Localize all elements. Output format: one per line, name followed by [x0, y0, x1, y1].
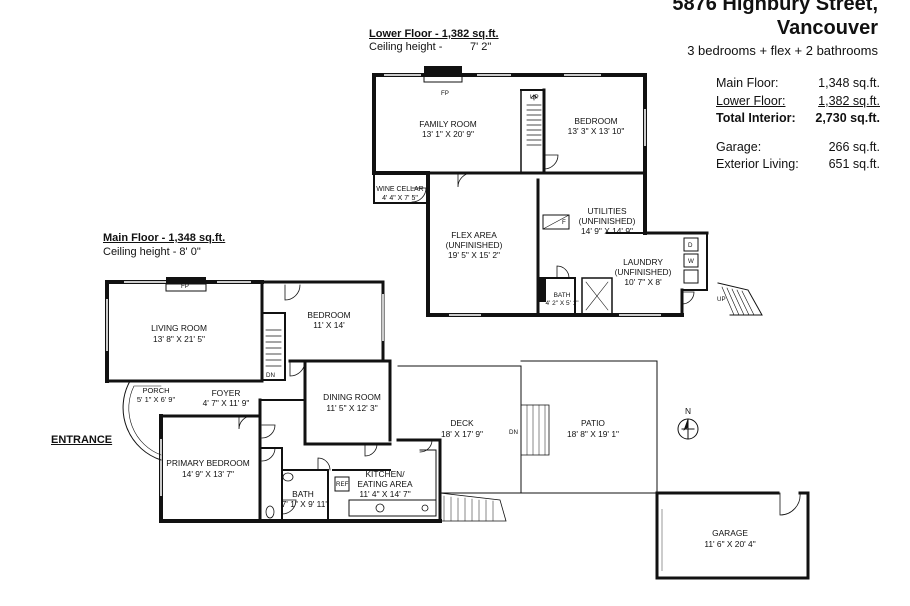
fireplace-label-main: FP [181, 283, 189, 290]
furnace-label: F [562, 219, 566, 226]
room-utilities-sub: (UNFINISHED) [579, 216, 636, 226]
room-porch-dim: 5' 1" X 6' 9" [137, 395, 176, 404]
area-label: Garage: [716, 139, 762, 154]
room-dining-room-dim: 11' 5" X 12' 3" [326, 403, 377, 413]
main-floor-header: Main Floor - 1,348 sq.ft. [103, 232, 226, 244]
room-utilities-name: UTILITIES [587, 206, 627, 216]
room-dining-room-name: DINING ROOM [323, 392, 381, 402]
north-label: N [685, 406, 691, 416]
fridge-label: REF [336, 481, 349, 488]
room-foyer-dim: 4' 7" X 11' 9" [203, 398, 250, 408]
room-wine-cellar-name: WINE CELLAR [376, 186, 423, 193]
property-address: 5876 Highbury Street, [672, 0, 878, 15]
room-family-room-name: FAMILY ROOM [419, 119, 476, 129]
area-row-exterior: Exterior Living: 651 sq.ft. [716, 156, 880, 174]
room-patio-dim: 18' 8" X 19' 1" [567, 429, 619, 439]
room-flex-area-sub: (UNFINISHED) [446, 240, 503, 250]
area-value: 1,348 sq.ft. [818, 76, 880, 90]
main-floor-ceiling: Ceiling height - 8' 0" [103, 246, 201, 258]
lower-floor-header: Lower Floor - 1,382 sq.ft. [369, 28, 499, 40]
room-deck-name: DECK [450, 418, 474, 428]
room-kitchen-dim: 11' 4" X 14' 7" [359, 489, 410, 499]
room-garage-dim: 11' 6" X 20' 4" [704, 539, 755, 549]
area-value: 266 sq.ft. [828, 139, 880, 154]
area-value: 651 sq.ft. [828, 157, 880, 171]
area-row-lower: Lower Floor: 1,382 sq.ft. [716, 93, 880, 111]
room-porch-name: PORCH [142, 386, 169, 395]
room-main-bath-dim: 7' 1" X 9' 11" [282, 499, 329, 509]
fireplace-label-lower: FP [441, 90, 449, 97]
area-label: Main Floor: [716, 76, 779, 90]
room-lower-bath-name: BATH [554, 292, 571, 299]
room-main-bedroom-dim: 11' X 14' [313, 320, 345, 330]
area-summary-table: Main Floor: 1,348 sq.ft. Lower Floor: 1,… [716, 75, 880, 174]
deck-stairs-down-label: DN [509, 429, 518, 436]
room-foyer-name: FOYER [212, 388, 241, 398]
room-family-room-dim: 13' 1" X 20' 9" [422, 129, 474, 139]
north-arrow [677, 418, 699, 440]
room-laundry-name: LAUNDRY [623, 257, 663, 267]
room-living-room-dim: 13' 8" X 21' 5" [153, 334, 205, 344]
area-row-garage: Garage: 266 sq.ft. [716, 139, 880, 157]
washer-label: W [688, 258, 694, 265]
room-wine-cellar-dim: 4' 4" X 7' 5" [382, 195, 418, 202]
room-kitchen-name: KITCHEN/ [365, 469, 405, 479]
area-label: Exterior Living: [716, 157, 799, 171]
room-lower-bedroom-name: BEDROOM [574, 116, 617, 126]
room-living-room-name: LIVING ROOM [151, 323, 207, 333]
area-value: 2,730 sq.ft. [815, 111, 880, 125]
dryer-label: D [688, 242, 693, 249]
area-row-total: Total Interior: 2,730 sq.ft. [716, 110, 880, 128]
area-label: Total Interior: [716, 111, 796, 125]
lower-floor-walls [372, 66, 763, 317]
stairs-up-label-lower: UP [530, 94, 539, 101]
room-laundry-sub: (UNFINISHED) [615, 267, 672, 277]
lower-floor-ceiling-label: Ceiling height - [369, 41, 443, 53]
room-laundry-dim: 10' 7" X 8' [624, 277, 662, 287]
room-lower-bedroom-dim: 13' 3" X 13' 10" [568, 126, 625, 136]
property-summary: 3 bedrooms + flex + 2 bathrooms [687, 43, 878, 58]
area-row-main: Main Floor: 1,348 sq.ft. [716, 75, 880, 93]
room-garage-name: GARAGE [712, 528, 748, 538]
area-value: 1,382 sq.ft. [818, 93, 880, 108]
room-patio-name: PATIO [581, 418, 605, 428]
room-primary-bedroom-dim: 14' 9" X 13' 7" [182, 469, 234, 479]
room-main-bath-name: BATH [292, 489, 314, 499]
lower-floor-ceiling-value: 7' 2" [470, 41, 492, 53]
stairs-up-label-exterior: UP [717, 296, 726, 303]
room-kitchen-name2: EATING AREA [357, 479, 413, 489]
room-main-bedroom-name: BEDROOM [307, 310, 350, 320]
property-city: Vancouver [776, 17, 878, 39]
main-floor-walls [105, 277, 810, 580]
entrance-label: ENTRANCE [51, 434, 113, 446]
room-lower-bath-dim: 4' 2" X 5' 1" [545, 300, 579, 307]
room-flex-area-dim: 19' 5" X 15' 2" [448, 250, 500, 260]
room-deck-dim: 18' X 17' 9" [441, 429, 483, 439]
room-utilities-dim: 14' 9" X 14' 9" [581, 226, 633, 236]
stairs-down-label-main: DN [266, 372, 275, 379]
room-flex-area-name: FLEX AREA [451, 230, 497, 240]
area-label: Lower Floor: [716, 93, 786, 108]
room-primary-bedroom-name: PRIMARY BEDROOM [166, 458, 249, 468]
